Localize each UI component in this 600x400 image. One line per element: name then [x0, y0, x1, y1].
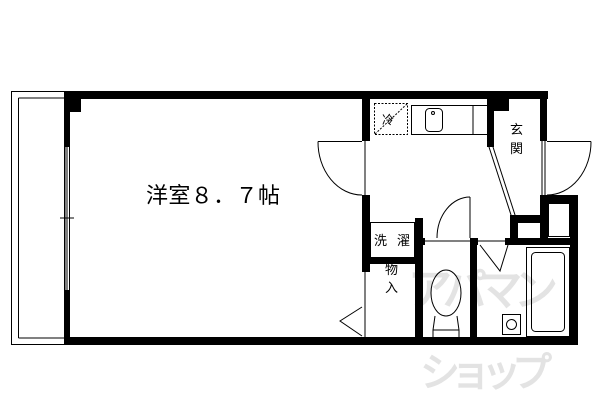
walls	[64, 91, 578, 345]
watermark-line2: ショップ	[420, 350, 552, 396]
entrance-step	[488, 146, 517, 219]
label-entrance-1: 玄	[510, 123, 523, 138]
label-refrigerator: 冷	[382, 113, 394, 127]
entrance-door[interactable]	[541, 141, 592, 196]
sink-icon	[425, 108, 443, 132]
room-door[interactable]	[317, 141, 366, 196]
balcony	[11, 91, 65, 345]
label-storage-2: 入	[385, 281, 398, 296]
window	[60, 147, 74, 290]
bathtub	[526, 247, 570, 337]
toilet-door[interactable]	[425, 196, 471, 242]
bath-door[interactable]	[478, 240, 509, 273]
room-label-western: 洋室８．７帖	[146, 184, 280, 209]
label-washer: 洗濯	[374, 234, 410, 249]
washer-space	[370, 222, 415, 258]
drain-icon	[502, 314, 521, 335]
storage-door[interactable]	[339, 272, 366, 337]
label-storage-1: 物	[385, 263, 398, 278]
shoe-closet	[548, 203, 570, 237]
refrigerator-space	[374, 103, 408, 135]
label-entrance-2: 関	[510, 142, 523, 157]
svg-text:アパマン: アパマン	[408, 265, 558, 316]
watermark-logo: アパマン ショップ	[408, 265, 558, 396]
kitchen-counter	[411, 105, 488, 135]
toilet-icon	[430, 269, 462, 337]
